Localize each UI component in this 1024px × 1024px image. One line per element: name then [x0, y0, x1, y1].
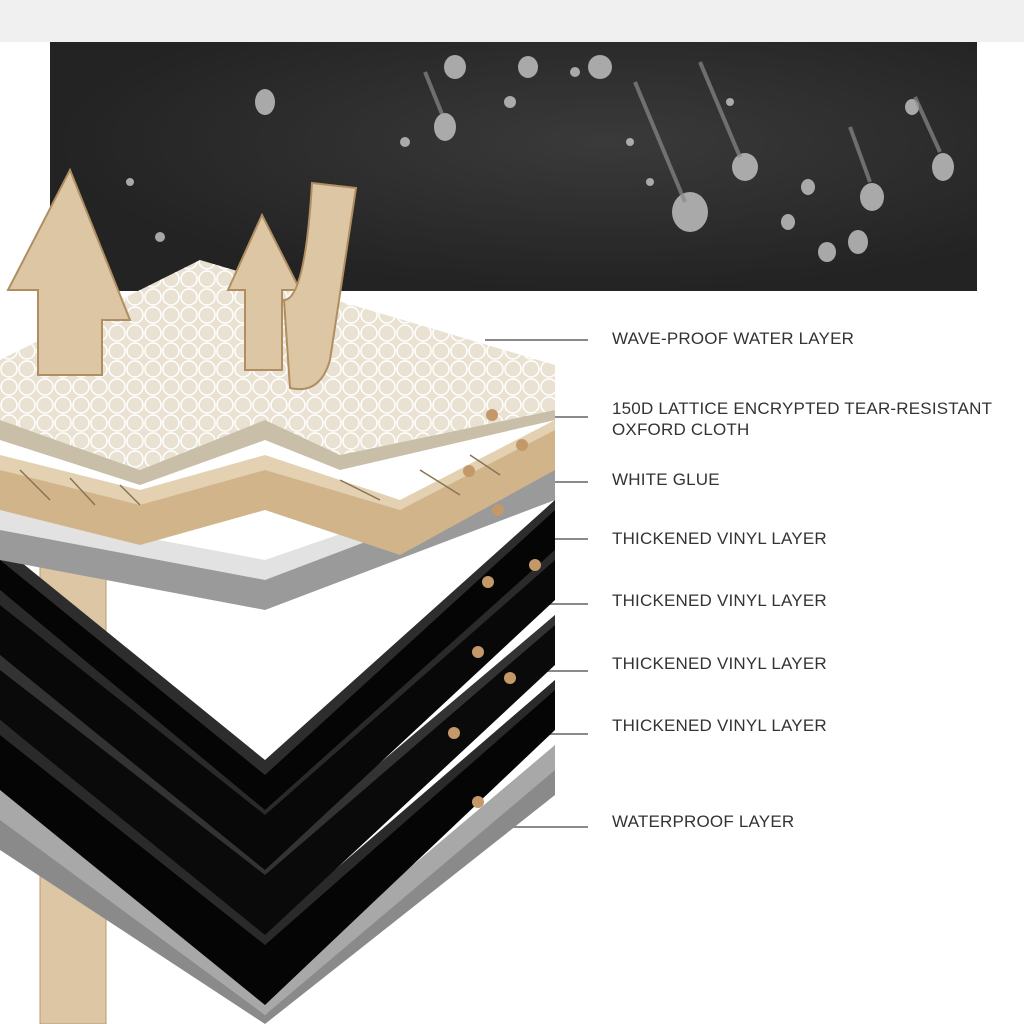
- label-waterproof-layer: WATERPROOF LAYER: [612, 812, 795, 831]
- label-thickened-vinyl-3: THICKENED VINYL LAYER: [612, 654, 827, 673]
- label-oxford-cloth-line2: OXFORD CLOTH: [612, 420, 750, 439]
- oxford-cloth-layer: [0, 420, 555, 555]
- breathable-arrow-icon: [6, 167, 358, 391]
- dots: [448, 409, 541, 808]
- label-thickened-vinyl-1: THICKENED VINYL LAYER: [612, 529, 827, 548]
- label-thickened-vinyl-4: THICKENED VINYL LAYER: [612, 716, 827, 735]
- vinyl-layer-4: [0, 680, 555, 1005]
- label-oxford-cloth-line1: 150D LATTICE ENCRYPTED TEAR-RESISTANT: [612, 399, 993, 418]
- label-wave-proof-water-layer: WAVE-PROOF WATER LAYER: [612, 329, 855, 348]
- vinyl-layer-2: [0, 550, 555, 870]
- top-bar: [0, 0, 1024, 42]
- label-white-glue: WHITE GLUE: [612, 470, 720, 489]
- white-glue-layer: [0, 460, 555, 610]
- water-droplets-photo: [50, 42, 977, 291]
- droplets: [126, 55, 954, 262]
- label-thickened-vinyl-2: THICKENED VINYL LAYER: [612, 591, 827, 610]
- vinyl-layer-1: [0, 500, 555, 810]
